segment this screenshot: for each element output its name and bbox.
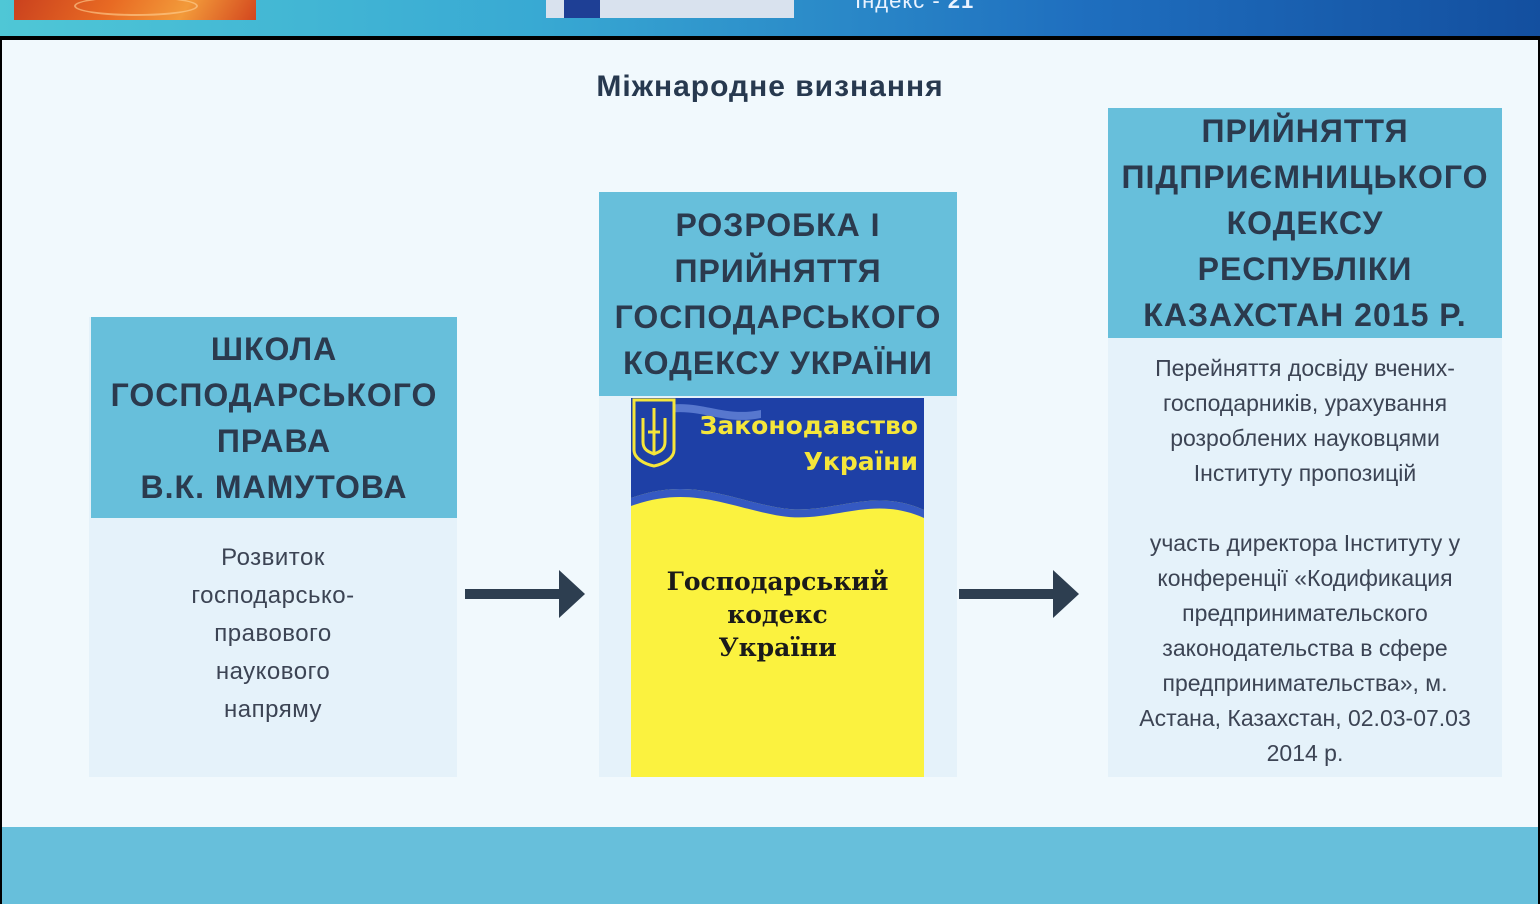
paragraph-experience: Перейняття досвіду вчених- господарників… — [1116, 351, 1494, 491]
index-label: Індекс - 21 — [855, 0, 975, 13]
heading-line: ШКОЛА — [210, 330, 338, 367]
card-heading: РОЗРОБКА І ПРИЙНЯТТЯ ГОСПОДАРСЬКОГО КОДЕ… — [599, 192, 957, 396]
heading-line: ПІДПРИЄМНИЦЬКОГО — [1121, 159, 1489, 195]
card-body: Перейняття досвіду вчених- господарників… — [1108, 351, 1502, 771]
body-line: законодательства в сфере — [1162, 635, 1448, 661]
arrow-right-icon — [465, 570, 585, 618]
heading-line: ГОСПОДАРСЬКОГО — [110, 376, 438, 413]
heading-line: РОЗРОБКА І — [675, 207, 881, 243]
slide-thumbnail-middle[interactable] — [546, 0, 794, 18]
heading-line: В.К. МАМУТОВА — [140, 468, 408, 505]
heading-line: ПРАВА — [216, 422, 332, 459]
paragraph-conference: участь директора Інституту у конференції… — [1116, 526, 1494, 771]
top-strip: Індекс - 21 — [0, 0, 1540, 36]
heading-line: ПРИЙНЯТТЯ — [1201, 113, 1409, 149]
book-title-line: України — [718, 633, 837, 662]
body-line: розроблених науковцями — [1170, 425, 1440, 451]
slide: Міжнародне визнання ШКОЛА ГОСПОДАРСЬКОГО… — [2, 40, 1538, 904]
body-line: наукового — [215, 658, 331, 685]
body-line: напряму — [224, 696, 322, 723]
heading-line: КАЗАХСТАН 2015 Р. — [1143, 297, 1467, 333]
body-line: Інституту пропозицій — [1193, 460, 1417, 486]
book-title-line: Господарський — [666, 567, 889, 596]
body-line: господарсько- — [191, 582, 355, 609]
card-heading: ШКОЛА ГОСПОДАРСЬКОГО ПРАВА В.К. МАМУТОВА — [91, 317, 457, 518]
heading-line: КОДЕКСУ — [1226, 205, 1384, 241]
card-body: Розвиток господарсько- правового науково… — [89, 539, 457, 729]
trident-icon — [632, 398, 676, 468]
body-line: предпринимательства», м. — [1162, 670, 1448, 696]
body-line: конференції «Кодификация — [1157, 565, 1453, 591]
body-line: господарників, урахування — [1162, 390, 1448, 416]
book-cover-graphic — [631, 398, 924, 518]
book-series-line: Законодавство — [699, 411, 918, 440]
book-series-line: України — [803, 447, 918, 476]
body-line: правового — [214, 620, 332, 647]
slide-footer-band — [2, 827, 1538, 904]
arrow-right-icon — [959, 570, 1079, 618]
card-heading: ПРИЙНЯТТЯ ПІДПРИЄМНИЦЬКОГО КОДЕКСУ РЕСПУ… — [1108, 108, 1502, 338]
heading-line: РЕСПУБЛІКИ — [1197, 251, 1413, 287]
book-title-line: кодекс — [727, 600, 828, 629]
card-kazakhstan-code: ПРИЙНЯТТЯ ПІДПРИЄМНИЦЬКОГО КОДЕКСУ РЕСПУ… — [1108, 108, 1502, 777]
book-series-title: Законодавство України — [700, 408, 918, 480]
body-line: предпринимательского — [1182, 600, 1428, 626]
body-line: Розвиток — [221, 544, 325, 571]
heading-line: КОДЕКСУ УКРАЇНИ — [623, 345, 933, 381]
card-commercial-code: РОЗРОБКА І ПРИЙНЯТТЯ ГОСПОДАРСЬКОГО КОДЕ… — [599, 192, 957, 777]
heading-line: ПРИЙНЯТТЯ — [674, 253, 882, 289]
book-title: Господарський кодекс України — [631, 565, 924, 664]
body-line: Астана, Казахстан, 02.03-07.03 — [1139, 705, 1471, 731]
slide-thumbnail-left[interactable] — [14, 0, 256, 20]
body-line: участь директора Інституту у — [1149, 530, 1461, 556]
body-line: Перейняття досвіду вчених- — [1155, 355, 1455, 381]
heading-line: ГОСПОДАРСЬКОГО — [614, 299, 942, 335]
book-cover-image: Законодавство України Господарський коде… — [631, 398, 924, 777]
card-school: ШКОЛА ГОСПОДАРСЬКОГО ПРАВА В.К. МАМУТОВА… — [89, 317, 457, 777]
slide-title: Міжнародне визнання — [596, 70, 944, 103]
body-line: 2014 р. — [1266, 740, 1344, 766]
